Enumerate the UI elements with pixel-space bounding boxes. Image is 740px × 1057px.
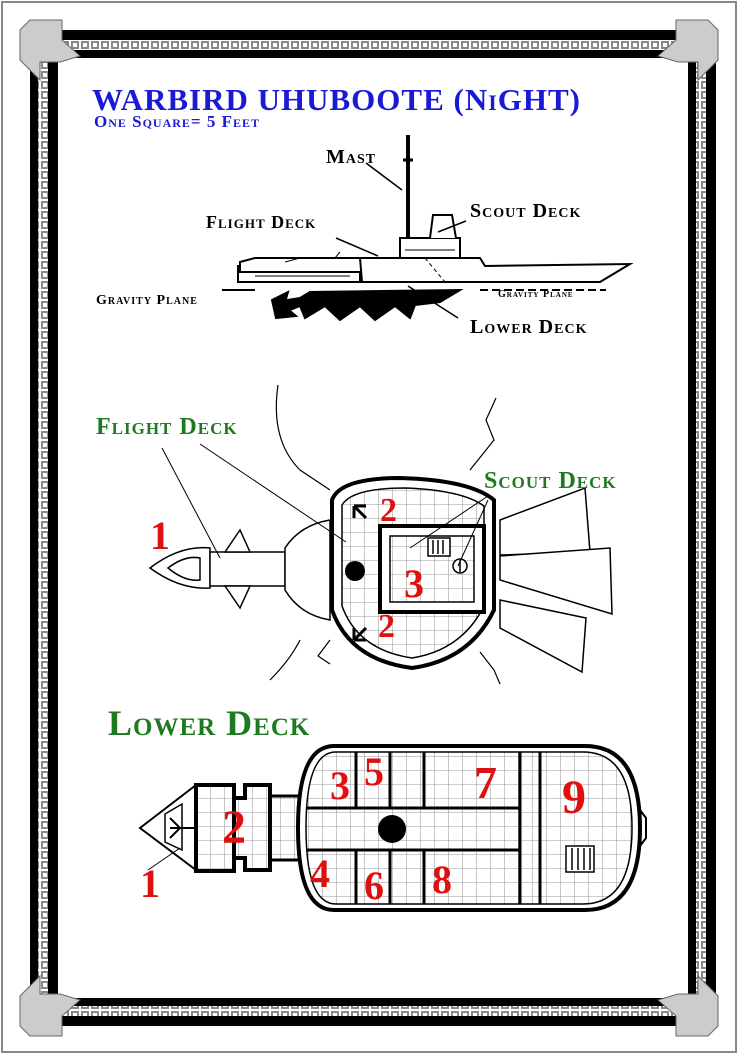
room-number: 2 [380, 492, 397, 529]
lower-deck-heading: Lower Deck [108, 703, 311, 743]
label-gravity-plane-left: Gravity Plane [96, 293, 198, 308]
room-number: 2 [378, 608, 395, 645]
upper-deck-plan [148, 384, 613, 685]
arrow-up-icon [352, 504, 368, 520]
label-gravity-plane-right: Gravity Plane [498, 289, 574, 300]
ship-profile [222, 135, 634, 322]
label-flight-deck-profile: Flight Deck [206, 212, 317, 232]
label-mast: Mast [326, 146, 377, 168]
room-number: 7 [474, 757, 497, 808]
room-number: 3 [404, 561, 424, 606]
room-number: 1 [150, 513, 170, 558]
scale-label: One Square= 5 Feet [94, 112, 261, 131]
label-lower-deck-profile: Lower Deck [470, 316, 588, 338]
mast-icon [345, 561, 365, 581]
map-title: WARBIRD UHUBOOTE (NiGHT) [92, 82, 581, 117]
room-number: 1 [140, 861, 160, 906]
corner-ornament-icon [19, 19, 719, 1037]
label-flight-deck: Flight Deck [96, 414, 238, 440]
room-number: 9 [562, 771, 586, 824]
mast-icon [378, 815, 406, 843]
room-number: 8 [432, 857, 452, 902]
room-number: 2 [222, 801, 246, 854]
label-scout-deck-profile: Scout Deck [470, 200, 582, 222]
room-number: 3 [330, 763, 350, 808]
arrow-down-icon [352, 626, 368, 642]
ladder-icon [571, 848, 591, 870]
room-number: 4 [310, 851, 330, 896]
ladder-icon [432, 540, 444, 554]
lower-deck-plan [138, 744, 647, 912]
room-number: 5 [364, 749, 384, 794]
label-scout-deck: Scout Deck [484, 468, 617, 494]
arrow-left-icon [169, 817, 195, 839]
room-number: 6 [364, 863, 384, 908]
